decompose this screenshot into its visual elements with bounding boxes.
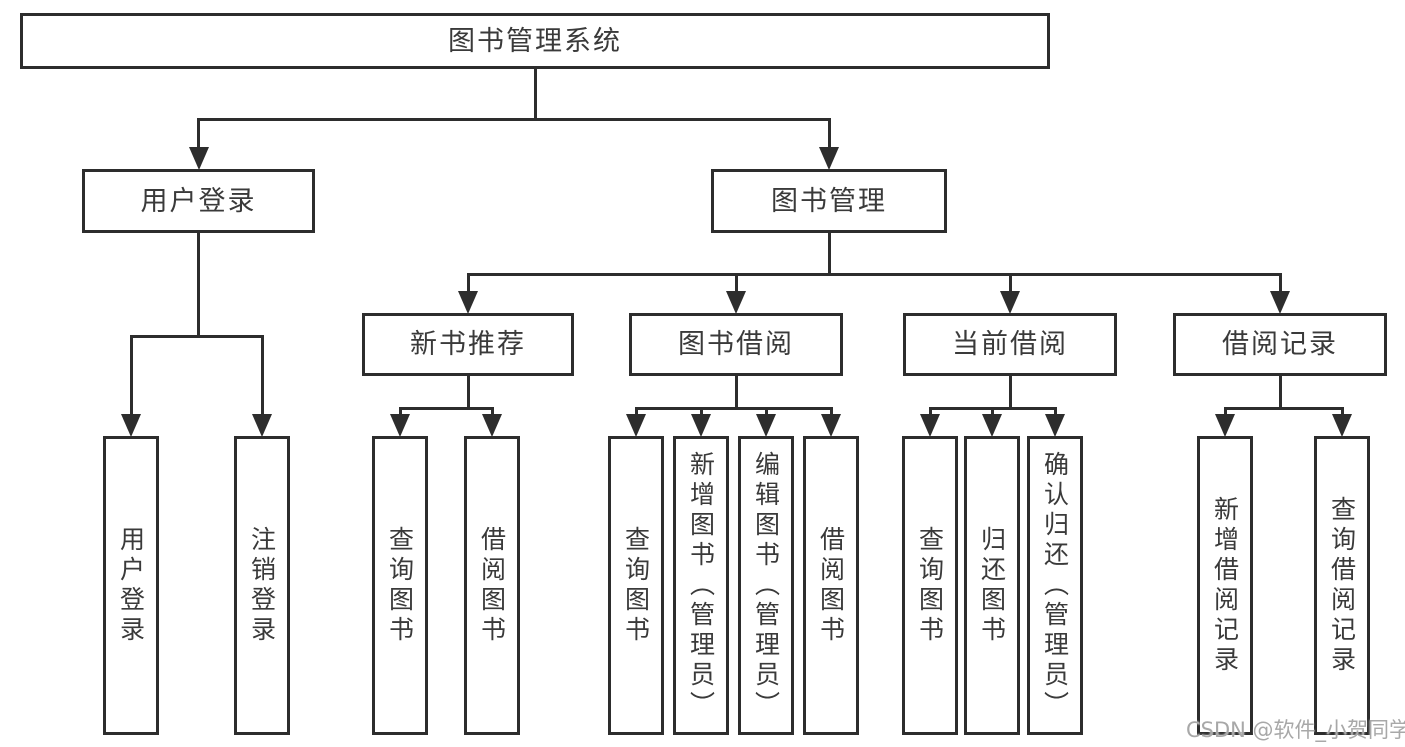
node-label: 借阅记录	[1222, 329, 1338, 360]
connector-shaft	[466, 273, 470, 293]
node-label: 新增图书（管理员）	[686, 450, 716, 721]
arrowhead-down-icon	[691, 414, 711, 437]
node-label: 编辑图书（管理员）	[751, 450, 781, 721]
node-leaf-query-book-2: 查询图书	[608, 436, 664, 735]
arrowhead-down-icon	[819, 147, 839, 170]
connector-stub	[1008, 376, 1012, 410]
node-label: 图书管理	[771, 185, 887, 217]
node-current-borrow: 当前借阅	[903, 313, 1117, 376]
arrowhead-down-icon	[390, 414, 410, 437]
node-user-login: 用户登录	[82, 169, 315, 233]
connector-stub	[533, 69, 537, 121]
connector-shaft	[734, 273, 738, 293]
arrowhead-down-icon	[756, 414, 776, 437]
connector-bar	[634, 407, 833, 410]
connector-shaft	[699, 407, 703, 416]
arrowhead-down-icon	[626, 414, 646, 437]
connector-shaft	[1223, 407, 1227, 416]
connector-bar	[197, 118, 831, 121]
node-leaf-borrow-book-1: 借阅图书	[464, 436, 520, 735]
node-leaf-return-book: 归还图书	[964, 436, 1020, 735]
arrowhead-down-icon	[482, 414, 502, 437]
connector-bar	[1223, 407, 1344, 410]
node-leaf-query-book-3: 查询图书	[902, 436, 958, 735]
arrowhead-down-icon	[188, 147, 209, 170]
node-label: 确认归还（管理员）	[1040, 450, 1070, 721]
watermark: CSDN @软件_小贺同学	[1186, 718, 1405, 742]
node-label: 用户登录	[116, 525, 146, 646]
node-label: 新增借阅记录	[1210, 495, 1240, 676]
node-label: 当前借阅	[952, 329, 1068, 360]
connector-stub	[1278, 376, 1282, 410]
node-label: 查询图书	[915, 525, 945, 646]
node-label: 查询图书	[621, 525, 651, 646]
arrowhead-down-icon	[982, 414, 1002, 437]
connector-stub	[197, 233, 200, 338]
arrowhead-down-icon	[726, 291, 746, 314]
node-leaf-user-login: 用户登录	[103, 436, 159, 735]
node-root: 图书管理系统	[20, 13, 1050, 69]
node-leaf-query-record: 查询借阅记录	[1314, 436, 1370, 735]
arrowhead-down-icon	[1000, 291, 1020, 314]
node-label: 图书管理系统	[448, 25, 622, 57]
node-leaf-add-book: 新增图书（管理员）	[673, 436, 729, 735]
connector-shaft	[197, 118, 200, 149]
connector-shaft	[1278, 273, 1282, 293]
node-label: 新书推荐	[410, 329, 526, 360]
connector-shaft	[634, 407, 638, 416]
node-borrow-records: 借阅记录	[1173, 313, 1387, 376]
connector-stub	[466, 376, 470, 410]
connector-shaft	[928, 407, 932, 416]
arrowhead-down-icon	[920, 414, 940, 437]
connector-shaft	[490, 407, 494, 416]
node-book-borrow: 图书借阅	[629, 313, 843, 376]
node-label: 用户登录	[140, 185, 257, 217]
connector-stub	[827, 233, 831, 276]
connector-shaft	[829, 407, 833, 416]
node-label: 注销登录	[247, 525, 277, 646]
connector-shaft	[1340, 407, 1344, 416]
arrowhead-down-icon	[1215, 414, 1235, 437]
node-label: 借阅图书	[816, 525, 846, 646]
node-leaf-borrow-book-2: 借阅图书	[803, 436, 859, 735]
arrowhead-down-icon	[121, 414, 141, 437]
arrowhead-down-icon	[252, 414, 272, 437]
node-leaf-confirm-return: 确认归还（管理员）	[1027, 436, 1083, 735]
node-label: 查询借阅记录	[1327, 495, 1357, 676]
connector-shaft	[398, 407, 402, 416]
node-label: 归还图书	[977, 525, 1007, 646]
node-label: 借阅图书	[477, 525, 507, 646]
connector-shaft	[129, 335, 133, 416]
node-new-book-rec: 新书推荐	[362, 313, 574, 376]
connector-shaft	[827, 118, 831, 149]
node-leaf-logout: 注销登录	[234, 436, 290, 735]
connector-bar	[398, 407, 494, 410]
arrowhead-down-icon	[821, 414, 841, 437]
connector-shaft	[990, 407, 994, 416]
node-book-mgmt: 图书管理	[711, 169, 947, 233]
connector-stub	[734, 376, 738, 410]
node-leaf-edit-book: 编辑图书（管理员）	[738, 436, 794, 735]
connector-shaft	[260, 335, 264, 416]
node-label: 图书借阅	[678, 329, 794, 360]
connector-bar	[466, 273, 1282, 276]
arrowhead-down-icon	[458, 291, 478, 314]
node-leaf-query-book-1: 查询图书	[372, 436, 428, 735]
arrowhead-down-icon	[1332, 414, 1352, 437]
connector-bar	[129, 335, 264, 338]
arrowhead-down-icon	[1045, 414, 1065, 437]
connector-shaft	[1008, 273, 1012, 293]
node-label: 查询图书	[385, 525, 415, 646]
node-leaf-add-record: 新增借阅记录	[1197, 436, 1253, 735]
connector-shaft	[764, 407, 768, 416]
connector-shaft	[1053, 407, 1057, 416]
arrowhead-down-icon	[1270, 291, 1290, 314]
